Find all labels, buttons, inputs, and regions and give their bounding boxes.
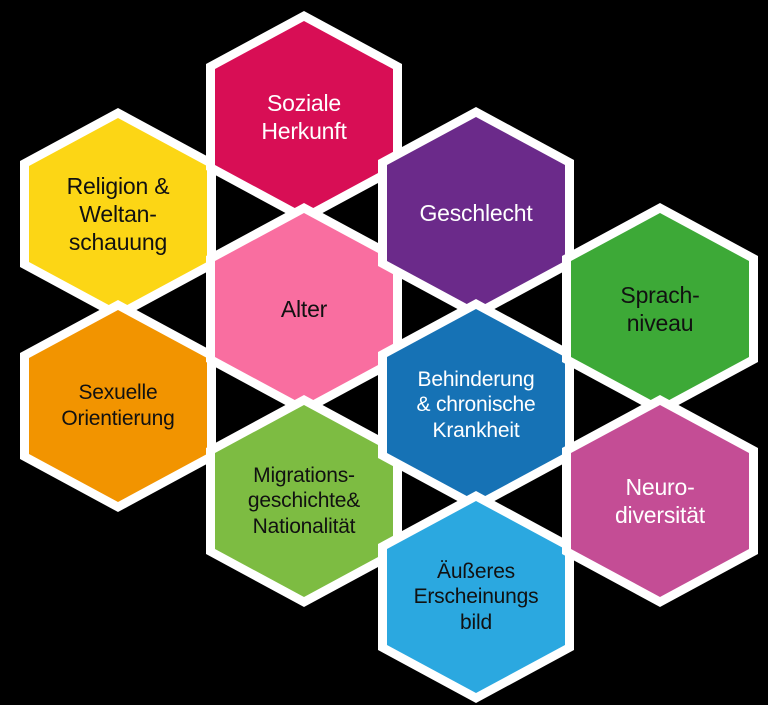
hex-label-alter: Alter (280, 295, 328, 322)
hex-label-behinderung-chronische-krankheit: Behinderung & chronische Krankheit (416, 367, 536, 442)
hex-cell-aeusseres-erscheinungsbild[interactable]: Äußeres Erscheinungs bild (378, 491, 574, 703)
hex-label-sprachniveau: Sprach- niveau (620, 281, 700, 336)
hex-fill-aeusseres-erscheinungsbild: Äußeres Erscheinungs bild (387, 501, 565, 693)
hex-label-neurodiversitaet: Neuro- diversität (614, 473, 706, 528)
hex-label-aeusseres-erscheinungsbild: Äußeres Erscheinungs bild (413, 559, 539, 634)
hex-fill-geschlecht: Geschlecht (387, 117, 565, 309)
hex-label-soziale-herkunft: Soziale Herkunft (261, 89, 347, 144)
hex-fill-religion-weltanschauung: Religion & Weltan- schauung (29, 118, 207, 310)
hex-cell-alter[interactable]: Alter (206, 203, 402, 415)
hex-cell-soziale-herkunft[interactable]: Soziale Herkunft (206, 11, 402, 223)
hex-fill-behinderung-chronische-krankheit: Behinderung & chronische Krankheit (387, 309, 565, 501)
hex-fill-sprachniveau: Sprach- niveau (571, 213, 749, 405)
hex-fill-neurodiversitaet: Neuro- diversität (571, 405, 749, 597)
hex-cell-religion-weltanschauung[interactable]: Religion & Weltan- schauung (20, 108, 216, 320)
hex-label-sexuelle-orientierung: Sexuelle Orientierung (61, 381, 175, 430)
hex-cell-geschlecht[interactable]: Geschlecht (378, 107, 574, 319)
hex-fill-alter: Alter (215, 213, 393, 405)
hex-cell-migrationsgeschichte-nationalitaet[interactable]: Migrations- geschichte& Nationalität (206, 395, 402, 607)
hex-fill-soziale-herkunft: Soziale Herkunft (215, 21, 393, 213)
hex-label-geschlecht: Geschlecht (419, 199, 533, 226)
hex-cell-sprachniveau[interactable]: Sprach- niveau (562, 203, 758, 415)
hex-cell-neurodiversitaet[interactable]: Neuro- diversität (562, 395, 758, 607)
hex-fill-migrationsgeschichte-nationalitaet: Migrations- geschichte& Nationalität (215, 405, 393, 597)
hex-label-migrationsgeschichte-nationalitaet: Migrations- geschichte& Nationalität (247, 463, 361, 538)
hex-fill-sexuelle-orientierung: Sexuelle Orientierung (29, 310, 207, 502)
hex-cell-behinderung-chronische-krankheit[interactable]: Behinderung & chronische Krankheit (378, 299, 574, 511)
hex-cell-sexuelle-orientierung[interactable]: Sexuelle Orientierung (20, 300, 216, 512)
hex-label-religion-weltanschauung: Religion & Weltan- schauung (66, 172, 170, 256)
